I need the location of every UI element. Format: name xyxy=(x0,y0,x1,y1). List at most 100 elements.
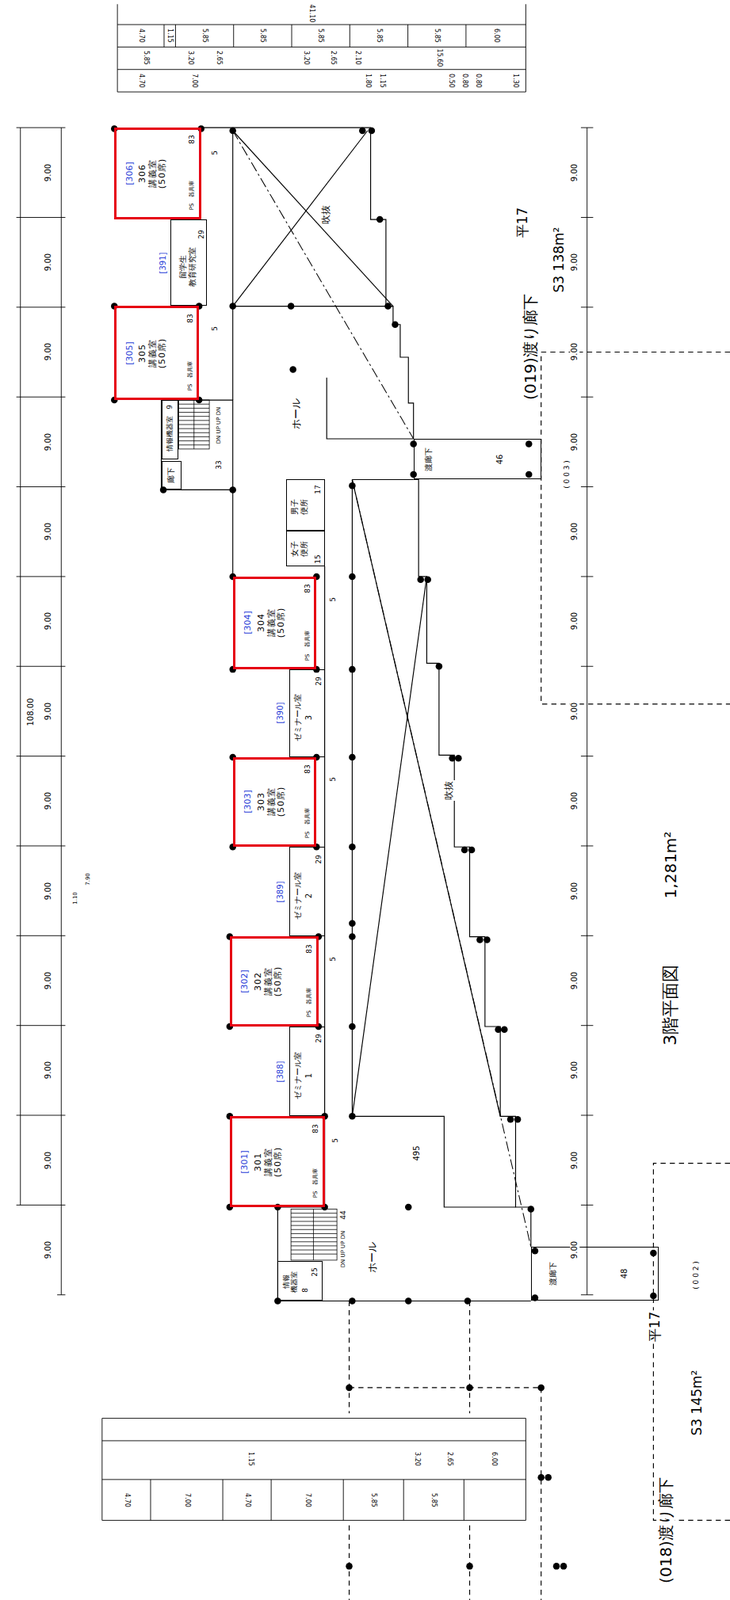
plan-line xyxy=(277,1207,531,1303)
area-number: 495 xyxy=(412,1145,422,1162)
plan-line xyxy=(580,217,593,218)
plan-line xyxy=(233,305,394,307)
dimension: 9.00 xyxy=(569,702,580,722)
column-dot xyxy=(345,1563,353,1571)
column-dot xyxy=(537,1475,545,1483)
column-dot xyxy=(229,127,237,135)
plan-line xyxy=(16,1116,66,1117)
plan-line xyxy=(540,1388,542,1600)
dimension: 9.00 xyxy=(43,971,54,991)
room-name: 306 講義室 (50席) xyxy=(137,152,169,195)
area-number: 5 xyxy=(210,149,218,157)
dimension: 2.65 xyxy=(214,50,222,67)
room-id: [305] xyxy=(124,340,135,367)
area-number: 83 xyxy=(185,313,194,324)
column-dot xyxy=(464,1298,472,1306)
column-dot xyxy=(531,1248,539,1256)
dimension: 9.00 xyxy=(569,522,580,542)
dimension: 7.90 xyxy=(84,873,92,888)
stairs xyxy=(178,400,337,1262)
dimension: 7.00 xyxy=(190,72,198,89)
column-dot xyxy=(544,1475,552,1483)
shaft-label: PS xyxy=(188,202,195,212)
dimension: 9.00 xyxy=(43,432,54,452)
dimension: 15.60 xyxy=(435,48,443,69)
room-name: 情報 機器室 xyxy=(281,1269,299,1296)
room-name: 男子 便所 xyxy=(290,496,309,518)
room-id: [303] xyxy=(243,790,254,816)
shaft-label: PS xyxy=(304,830,311,840)
corridor: 廊下 xyxy=(161,461,183,490)
dimension: 41.10 xyxy=(307,3,315,23)
dimension: 9.00 xyxy=(569,611,580,631)
column-dot xyxy=(466,1563,474,1571)
office-room: [391]留学生 教育研究室29 xyxy=(170,219,207,306)
plan-line xyxy=(16,217,66,218)
area-number: 33 xyxy=(214,460,222,471)
lecture-room: [303]303 講義室 (50席)83器具庫PS xyxy=(233,757,318,848)
plan-line xyxy=(102,1440,527,1442)
dimension: 4.70 xyxy=(137,72,145,89)
area-number: 83 xyxy=(305,944,314,955)
bridge-corridor: 渡廊下46 xyxy=(413,439,542,481)
toilet-room: 男子 便所17 xyxy=(286,479,325,531)
plan-line xyxy=(525,1419,527,1522)
room-name: 301 講義室 (50席) xyxy=(253,1142,284,1184)
dimension: 1.80 xyxy=(363,72,371,89)
column-dot xyxy=(466,1385,474,1393)
plan-line xyxy=(580,1205,593,1207)
room-number: 9 xyxy=(165,404,174,411)
column-dot xyxy=(345,1385,353,1393)
plan-line xyxy=(349,1387,542,1389)
column-dot xyxy=(424,577,432,585)
plan-line xyxy=(233,130,394,307)
dimension: 3.20 xyxy=(186,50,194,67)
dimension: 1.10 xyxy=(72,891,79,906)
area-number: 5 xyxy=(210,325,218,333)
area-number: 29 xyxy=(314,1034,323,1045)
lecture-room: [301]301 講義室 (50席)83器具庫PS xyxy=(229,1116,325,1208)
dimension: 5.85 xyxy=(374,27,383,44)
area-name: 吹抜 xyxy=(443,780,455,802)
plan-line xyxy=(117,24,526,26)
storage-label: 器具庫 xyxy=(312,1168,319,1187)
plan-line xyxy=(16,127,66,129)
room-id: [388] xyxy=(275,1060,286,1084)
dimension: 5.85 xyxy=(370,1493,378,1510)
shaft-label: PS xyxy=(305,1010,313,1020)
dimension: 9.00 xyxy=(43,342,54,362)
storage-label: 器具庫 xyxy=(187,360,194,379)
column-dot xyxy=(537,1385,545,1393)
dimension: 6.00 xyxy=(492,27,500,44)
plan-line xyxy=(580,845,593,847)
column-dot xyxy=(348,1113,356,1121)
plan-line xyxy=(16,1025,66,1027)
columns xyxy=(110,125,658,1571)
area-name: ホール xyxy=(366,1241,379,1274)
column-dot xyxy=(527,1206,536,1214)
column-dot xyxy=(405,1204,413,1212)
column-dot xyxy=(229,486,237,494)
building-area: S3 145m² xyxy=(689,1370,706,1438)
dimension: 1.15 xyxy=(246,1452,254,1468)
dimension: 3.20 xyxy=(412,1452,421,1468)
column-dot xyxy=(348,754,356,762)
dimension: 9.00 xyxy=(43,252,54,272)
area-number: 5 xyxy=(328,776,337,784)
plan-line xyxy=(351,480,531,1249)
column-dot xyxy=(483,936,491,945)
dimension: 9.00 xyxy=(569,432,580,452)
seminar-room: [390]ゼミナール室329 xyxy=(289,669,325,758)
dimension: 1.30 xyxy=(512,72,520,89)
column-dot xyxy=(391,321,399,329)
area-number: 44 xyxy=(339,1210,348,1221)
column-dot xyxy=(500,1027,509,1035)
dimension: 9.00 xyxy=(43,1061,54,1081)
dimension: 9.00 xyxy=(43,522,54,542)
plan-line xyxy=(351,479,413,481)
plan-line xyxy=(580,1025,593,1027)
plan-line xyxy=(150,1480,464,1522)
room-name: ゼミナール室 xyxy=(293,871,303,922)
